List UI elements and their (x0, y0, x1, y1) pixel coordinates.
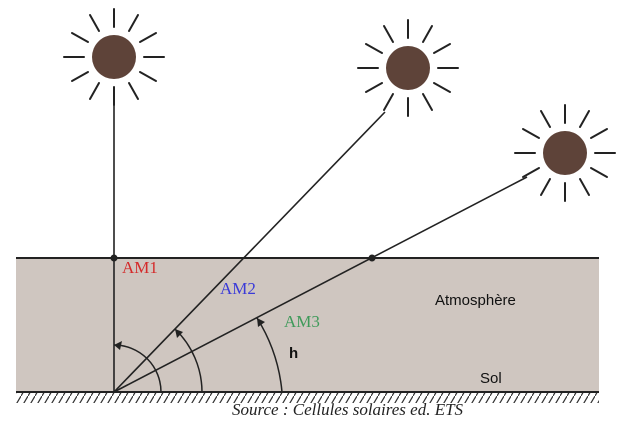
ray-am3 (113, 176, 528, 393)
atmosphere-layer (16, 258, 599, 392)
ray-am2 (113, 111, 386, 393)
sun-icon-low (514, 104, 616, 202)
label-am1: AM1 (122, 258, 158, 277)
source-caption: Source : Cellules solaires ed. ETS (232, 400, 464, 419)
sun-icon-mid (357, 19, 459, 117)
label-ground: Sol (480, 370, 502, 387)
arrowhead-am2 (175, 329, 183, 338)
label-am3: AM3 (284, 312, 320, 331)
arrowhead-am3 (257, 318, 265, 327)
intersection-point-am1 (110, 254, 118, 262)
arrowhead-am1 (114, 341, 122, 350)
intersection-point-am3 (368, 254, 376, 262)
ground-hatching (16, 392, 599, 403)
sun-icon-zenith (63, 8, 165, 106)
label-am2: AM2 (220, 279, 256, 298)
label-angle-h: h (289, 345, 299, 362)
label-atmosphere: Atmosphère (435, 292, 516, 309)
angle-arc-am1 (113, 344, 162, 393)
